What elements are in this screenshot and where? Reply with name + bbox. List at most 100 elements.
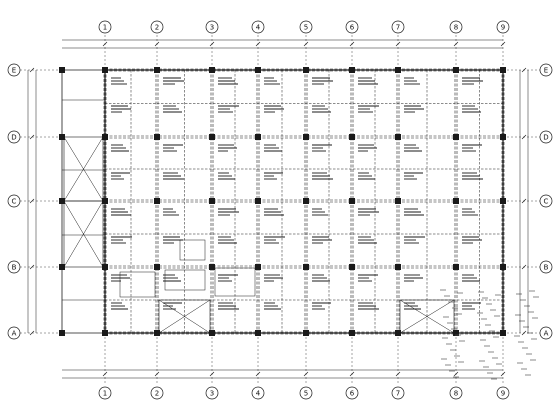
column-5-2 <box>303 198 309 204</box>
dim-tick-col-9-0 <box>500 41 506 47</box>
dim-tick-row-4-1 <box>521 330 527 336</box>
column-6-3 <box>349 264 355 270</box>
axis-bubble-bottom-1-circle <box>98 386 112 400</box>
column-5-0 <box>303 67 309 73</box>
dim-tick-col-2-0 <box>154 41 160 47</box>
dim-tick-col-6-0 <box>349 41 355 47</box>
axis-bubble-left-D-circle <box>7 130 21 144</box>
column-5-3 <box>303 264 309 270</box>
axis-bubble-bottom-6-label: 6 <box>350 390 355 398</box>
dim-tick-col-5-0 <box>303 41 309 47</box>
beam-annotations <box>111 77 539 380</box>
axis-bubble-top-5-label: 5 <box>304 24 308 32</box>
column-6-2 <box>349 198 355 204</box>
axis-bubble-top-3-circle <box>205 20 219 34</box>
axis-bubble-bottom-9-label: 9 <box>501 390 505 398</box>
axis-bubble-bottom-8-label: 8 <box>454 390 458 398</box>
axis-bubble-left-C-circle <box>7 194 21 208</box>
axis-bubble-bottom-5-circle <box>299 386 313 400</box>
dim-tick-col-5-1 <box>303 371 309 377</box>
axis-bubble-right-D-label: D <box>543 134 548 142</box>
axis-bubble-left-D-label: D <box>11 134 16 142</box>
opening-left-lower-box <box>63 200 104 268</box>
column-8-0 <box>453 67 459 73</box>
axis-bubble-left-E-label: E <box>12 67 16 75</box>
axis-bubble-bottom-4-label: 4 <box>256 390 261 398</box>
axis-bubble-right-B-label: B <box>544 264 549 272</box>
column-7-2 <box>395 198 401 204</box>
axis-bubble-bottom-6-circle <box>345 386 359 400</box>
axis-bubble-right-C-label: C <box>544 198 549 206</box>
column-3-3 <box>209 264 215 270</box>
column-7-3 <box>395 264 401 270</box>
dim-tick-row-1-0 <box>29 134 35 140</box>
axis-bubble-bottom-4-circle <box>251 386 265 400</box>
opening-stair-7-8-box <box>399 299 455 334</box>
columns <box>59 67 506 336</box>
room-box-0 <box>119 271 156 298</box>
axis-bubble-top-1-label: 1 <box>103 24 107 32</box>
column-1-1 <box>102 134 108 140</box>
column-2-3 <box>154 264 160 270</box>
opening-left-upper-diag-b <box>63 136 104 202</box>
dim-tick-col-8-0 <box>453 41 459 47</box>
dim-tick-col-3-1 <box>209 371 215 377</box>
dim-tick-row-1-1 <box>521 134 527 140</box>
axis-bubble-top-9-circle <box>496 20 510 34</box>
dim-tick-row-2-0 <box>29 198 35 204</box>
axis-bubble-top-8-label: 8 <box>454 24 458 32</box>
axis-bubble-bottom-9-circle <box>496 386 510 400</box>
column-5-1 <box>303 134 309 140</box>
axis-bubble-top-9-label: 9 <box>501 24 505 32</box>
dim-tick-row-3-1 <box>521 264 527 270</box>
axis-bubble-bottom-2-circle <box>150 386 164 400</box>
room-box-2 <box>214 267 256 297</box>
dim-tick-col-8-1 <box>453 371 459 377</box>
column-2-2 <box>154 198 160 204</box>
column-1-2 <box>102 198 108 204</box>
dim-tick-col-3-0 <box>209 41 215 47</box>
axis-bubble-right-E-label: E <box>544 67 548 75</box>
axis-bubble-left-A-label: A <box>12 330 17 338</box>
dim-tick-col-7-0 <box>395 41 401 47</box>
column-4-2 <box>255 198 261 204</box>
axis-bubble-bottom-3-circle <box>205 386 219 400</box>
column-3-0 <box>209 67 215 73</box>
axis-bubble-top-6-label: 6 <box>350 24 355 32</box>
dim-tick-col-7-1 <box>395 371 401 377</box>
axis-bubble-left-A-circle <box>7 326 21 340</box>
axis-bubble-bottom-7-label: 7 <box>396 390 400 398</box>
column-6-1 <box>349 134 355 140</box>
axis-bubble-left-B-circle <box>7 260 21 274</box>
axis-bubble-right-A-label: A <box>544 330 549 338</box>
column-4-3 <box>255 264 261 270</box>
axis-bubble-top-3-label: 3 <box>210 24 214 32</box>
axis-bubble-right-C-circle <box>539 194 553 208</box>
axis-bubble-top-2-circle <box>150 20 164 34</box>
axis-bubble-bottom-3-label: 3 <box>210 390 214 398</box>
column-7-0 <box>395 67 401 73</box>
column-8-3 <box>453 264 459 270</box>
opening-left-lower-diag-b <box>63 200 104 268</box>
opening-stair-2-3-diag-b <box>158 299 211 334</box>
dimension-lines <box>20 35 540 385</box>
axis-bubble-bottom-2-label: 2 <box>155 390 159 398</box>
room-box-3 <box>179 239 206 261</box>
dim-tick-col-4-1 <box>255 371 261 377</box>
axis-bubble-top-5-circle <box>299 20 313 34</box>
axis-bubble-top-7-label: 7 <box>396 24 400 32</box>
dim-tick-row-3-0 <box>29 264 35 270</box>
axis-bubble-top-8-circle <box>449 20 463 34</box>
dim-tick-col-2-1 <box>154 371 160 377</box>
axis-bubble-left-E-circle <box>7 63 21 77</box>
dim-tick-row-4-0 <box>29 330 35 336</box>
axis-bubble-left-C-label: C <box>12 198 17 206</box>
dim-tick-col-4-0 <box>255 41 261 47</box>
opening-stair-2-3-box <box>158 299 211 334</box>
stair-openings <box>63 136 455 334</box>
dim-tick-row-0-1 <box>521 67 527 73</box>
dim-tick-row-2-1 <box>521 198 527 204</box>
axis-bubble-bottom-8-circle <box>449 386 463 400</box>
